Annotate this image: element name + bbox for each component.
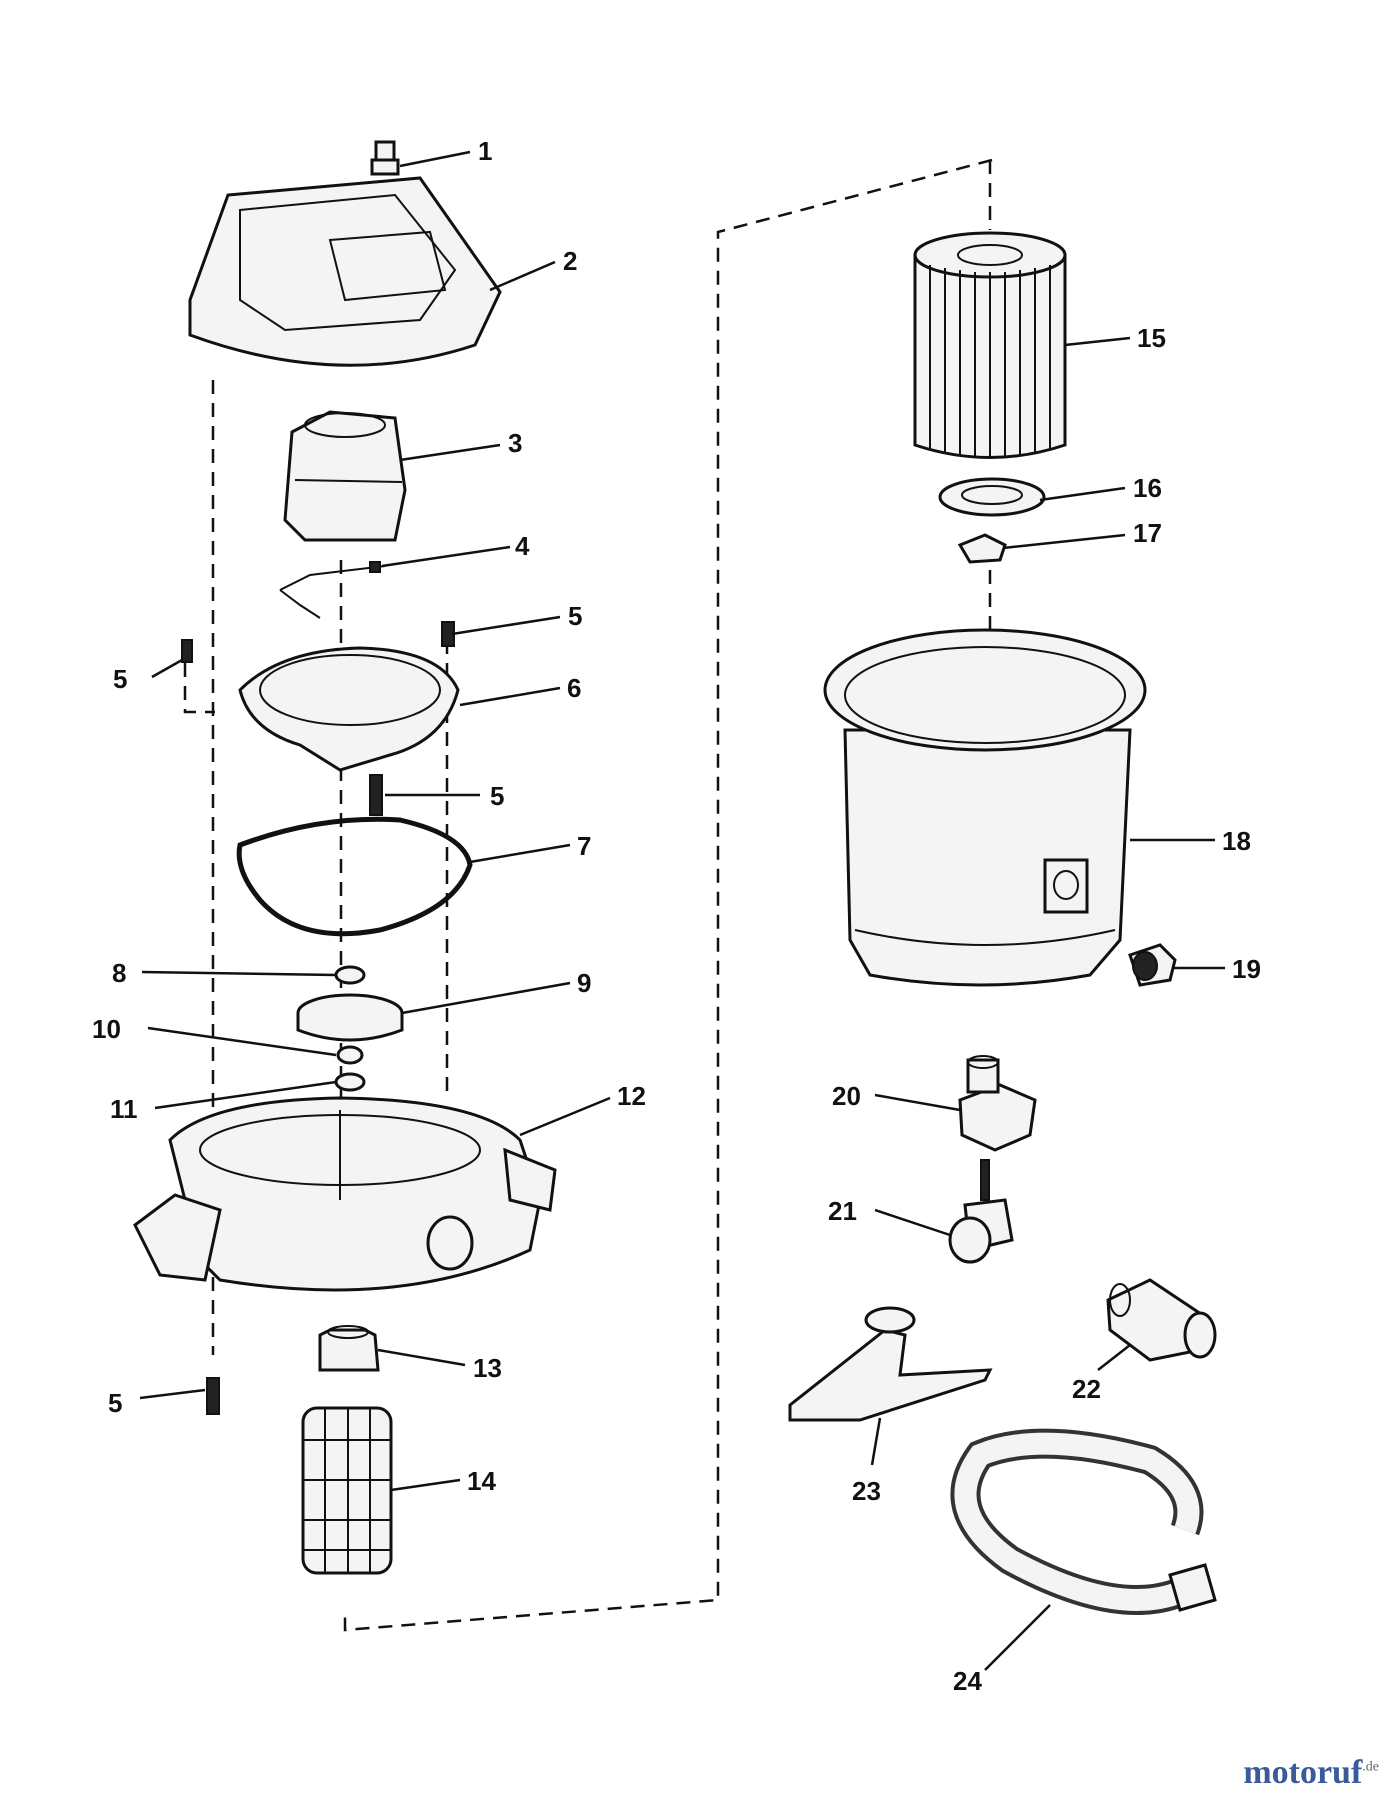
callout-4: 4 xyxy=(515,531,530,561)
part-12-lid xyxy=(133,1096,557,1292)
part-21-caster xyxy=(948,1159,1014,1264)
callout-22: 22 xyxy=(1072,1374,1101,1404)
part-20-caster-base xyxy=(958,1055,1037,1152)
callout-20: 20 xyxy=(832,1081,861,1111)
callout-3: 3 xyxy=(508,428,522,458)
callout-15: 15 xyxy=(1137,323,1166,353)
part-2-motor-cover xyxy=(188,176,502,367)
callout-10: 10 xyxy=(92,1014,121,1044)
part-22-adapter xyxy=(1106,1278,1217,1362)
callout-18: 18 xyxy=(1222,826,1251,856)
part-5-screws xyxy=(181,621,455,1415)
callout-5-b: 5 xyxy=(568,601,582,631)
part-19-drain-cap xyxy=(1128,943,1177,987)
part-13-float-cap xyxy=(318,1325,380,1372)
part-4-wire xyxy=(279,561,386,619)
callout-9: 9 xyxy=(577,968,591,998)
part-6-motor-plate xyxy=(238,646,460,772)
part-3-motor xyxy=(283,410,407,542)
callout-5-a: 5 xyxy=(113,664,127,694)
part-14-float-cage xyxy=(301,1406,393,1575)
callout-21: 21 xyxy=(828,1196,857,1226)
callout-17: 17 xyxy=(1133,518,1162,548)
callout-8: 8 xyxy=(112,958,126,988)
part-24-hose xyxy=(950,1428,1217,1615)
part-15-cartridge-filter xyxy=(913,231,1067,459)
part-18-tank xyxy=(823,628,1147,987)
part-1-switch xyxy=(370,140,400,176)
callout-23: 23 xyxy=(852,1476,881,1506)
callout-16: 16 xyxy=(1133,473,1162,503)
watermark-brand: motoruf xyxy=(1243,1754,1363,1791)
part-7-gasket xyxy=(236,816,473,937)
leader-lines xyxy=(139,150,1225,1671)
callout-1: 1 xyxy=(478,136,492,166)
callout-12: 12 xyxy=(617,1081,646,1111)
callout-14: 14 xyxy=(467,1466,496,1496)
watermark-suffix: .de xyxy=(1362,1759,1379,1775)
part-23-floor-nozzle xyxy=(788,1306,993,1422)
callout-6: 6 xyxy=(567,673,581,703)
callout-5-c: 5 xyxy=(490,781,504,811)
callout-7: 7 xyxy=(577,831,591,861)
part-16-filter-retainer xyxy=(938,477,1046,517)
watermark-logo: motoruf.de xyxy=(1243,1754,1379,1792)
callout-11: 11 xyxy=(110,1094,138,1124)
callout-labels: 1 2 3 4 5 5 5 5 6 7 8 9 10 11 12 13 14 1… xyxy=(92,136,1261,1696)
callout-13: 13 xyxy=(473,1353,502,1383)
callout-5-d: 5 xyxy=(108,1388,122,1418)
part-17-nut xyxy=(957,533,1007,564)
callout-19: 19 xyxy=(1232,954,1261,984)
parts-8-11-float-assembly xyxy=(296,965,404,1092)
callout-24: 24 xyxy=(953,1666,982,1696)
callout-2: 2 xyxy=(563,246,577,276)
